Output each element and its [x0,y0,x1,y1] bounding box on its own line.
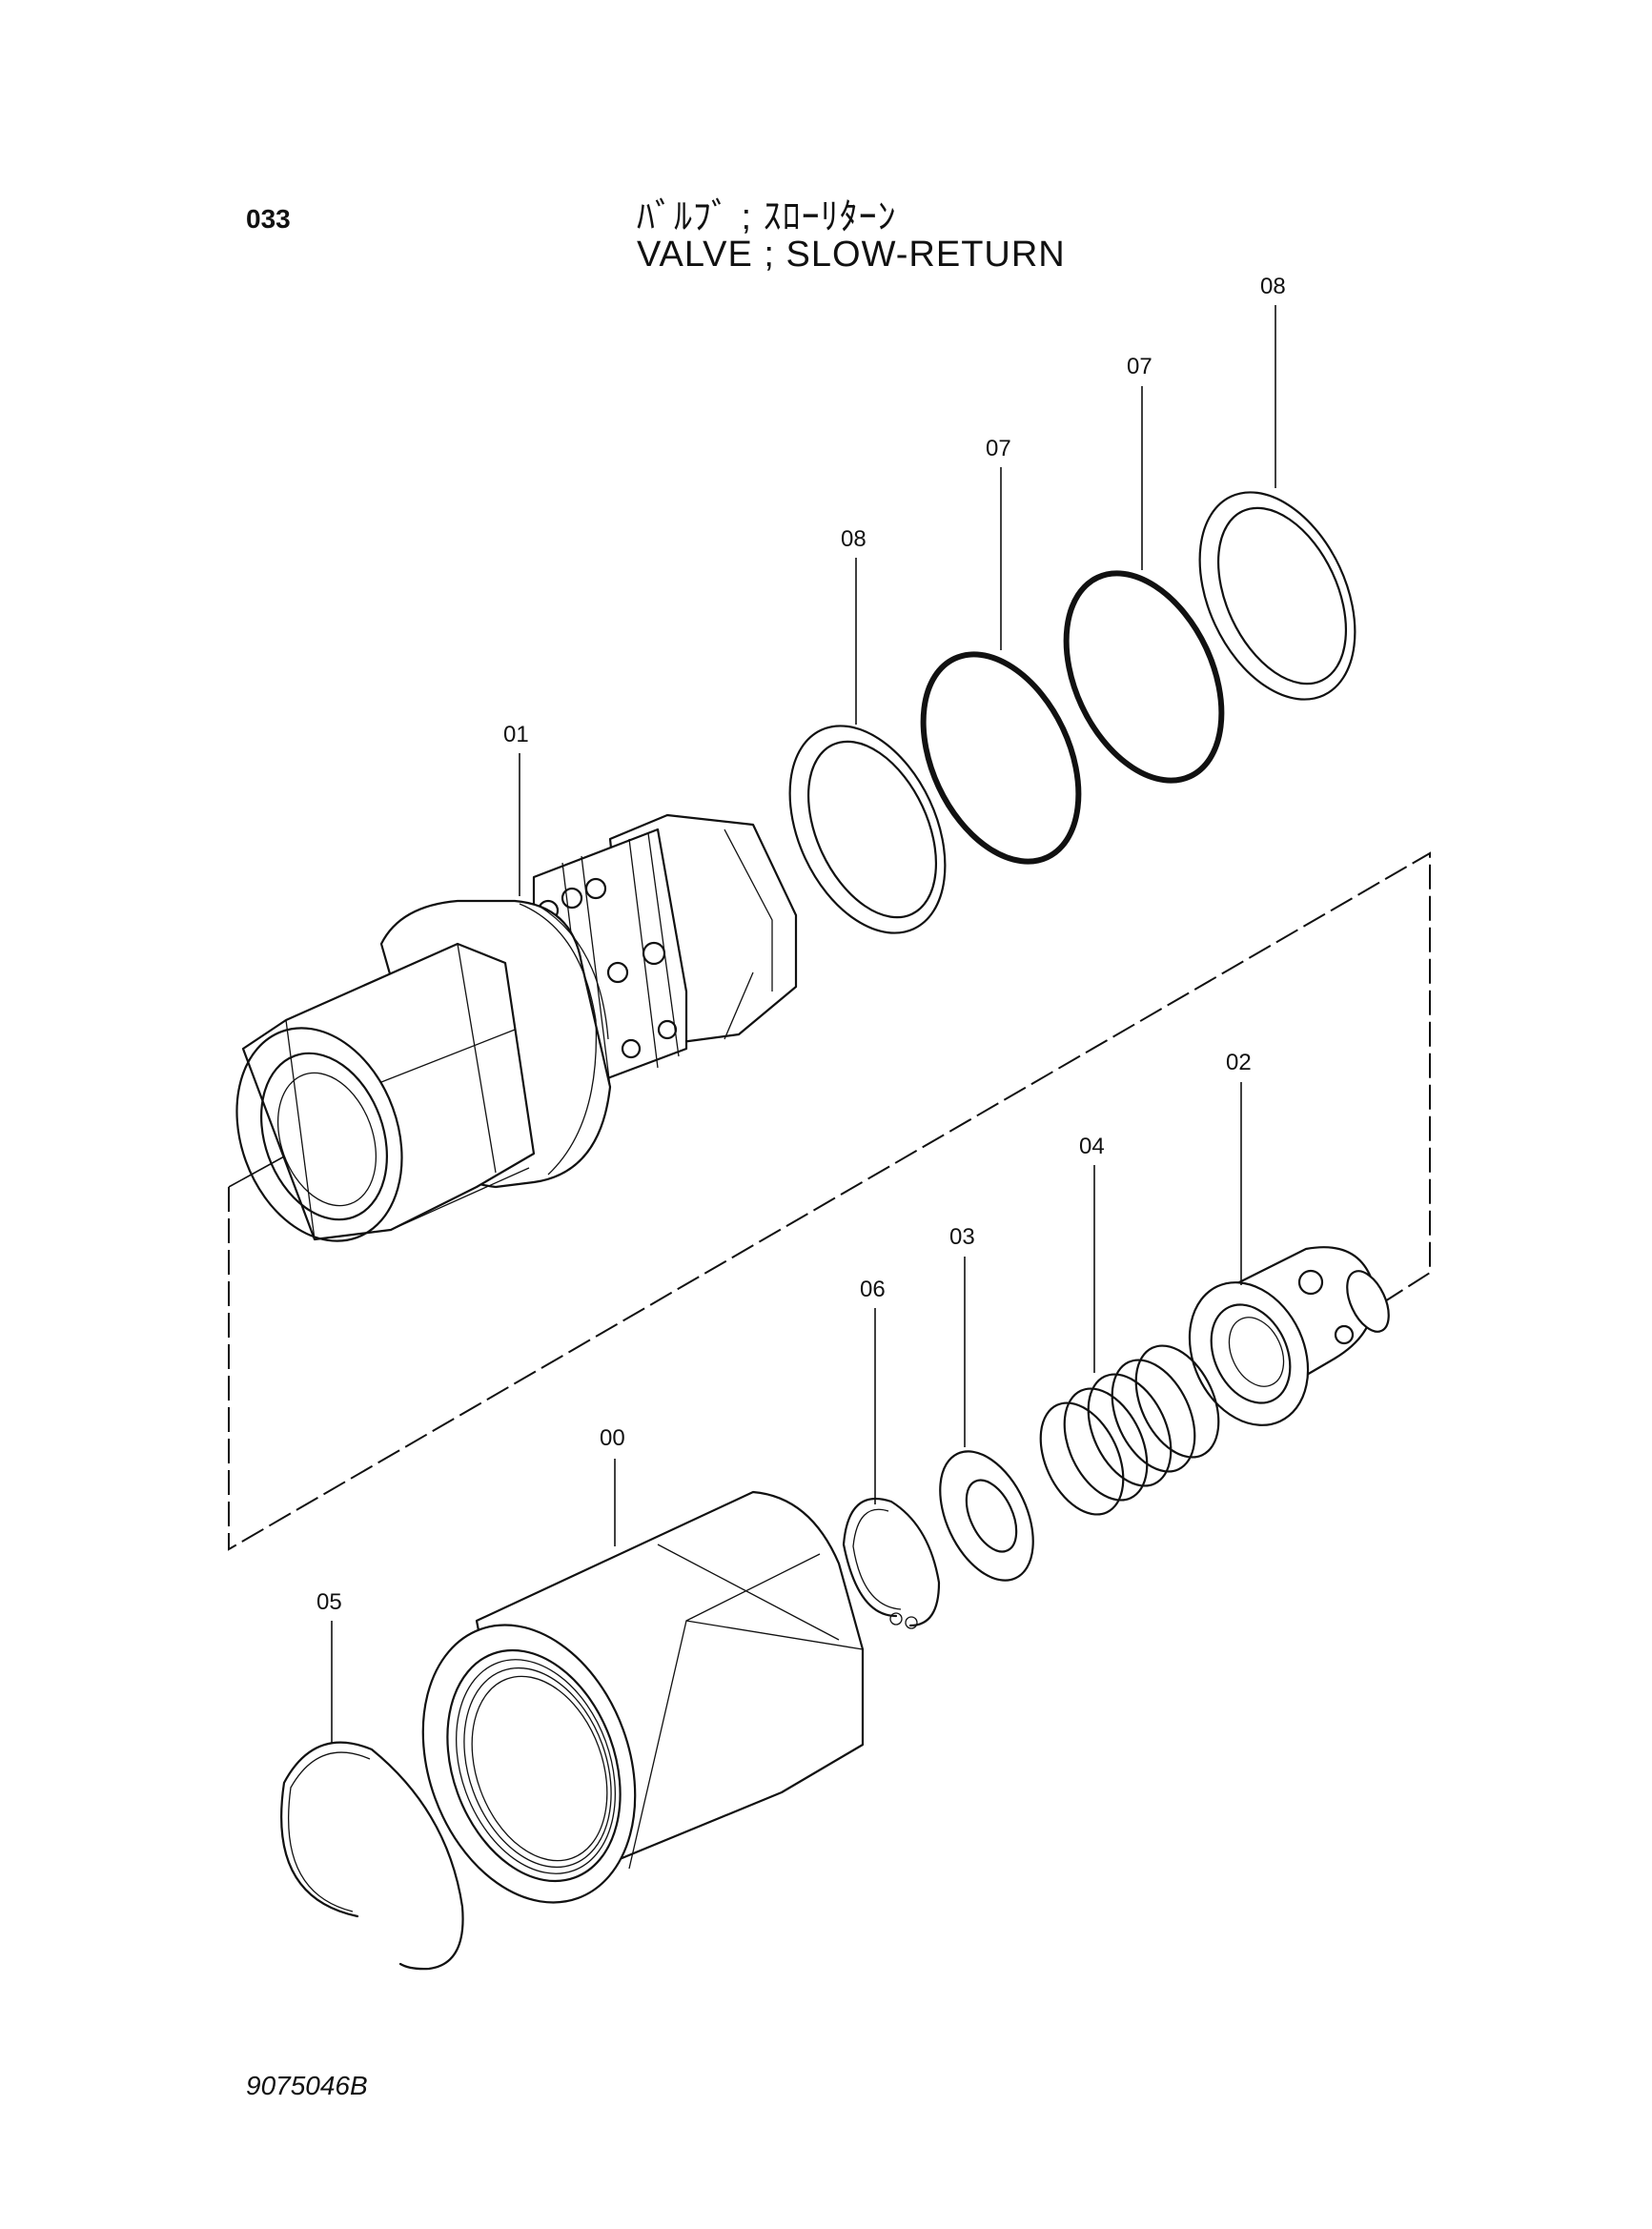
drawing-number: 9075046B [246,2071,368,2100]
callout-06: 06 [860,1277,886,1302]
callout-05: 05 [316,1589,342,1615]
callout-03: 03 [949,1224,975,1250]
callout-08b: 08 [1260,274,1286,299]
callout-08a: 08 [841,526,867,552]
part-06-snap-ring [842,1497,941,1629]
part-08-backup-ring-left [788,725,947,934]
part-00-housing [421,1490,865,1904]
callout-00: 00 [600,1425,625,1451]
part-02-poppet [1188,1246,1390,1426]
part-08-backup-ring-right [1198,491,1356,701]
callout-04: 04 [1079,1134,1105,1159]
title-japanese: ﾊﾞﾙﾌﾞ ; ｽﾛｰﾘﾀｰﾝ [637,197,897,237]
callout-02: 02 [1226,1050,1252,1075]
part-03-seat [939,1450,1034,1582]
part-01-valve-body [235,813,798,1242]
callout-07a: 07 [986,436,1011,461]
part-04-spring [1039,1344,1220,1516]
leader-lines [331,305,1276,1743]
callout-labels: 01 08 07 07 08 02 04 03 06 00 05 [316,274,1286,1615]
page-number: 033 [246,204,291,234]
title-english: VALVE ; SLOW-RETURN [637,235,1066,275]
callout-07b: 07 [1127,354,1152,379]
part-07-o-ring-left [920,651,1082,865]
part-05-retaining-ring [280,1741,464,1971]
part-07-o-ring-right [1063,570,1225,784]
callout-01: 01 [503,722,529,747]
